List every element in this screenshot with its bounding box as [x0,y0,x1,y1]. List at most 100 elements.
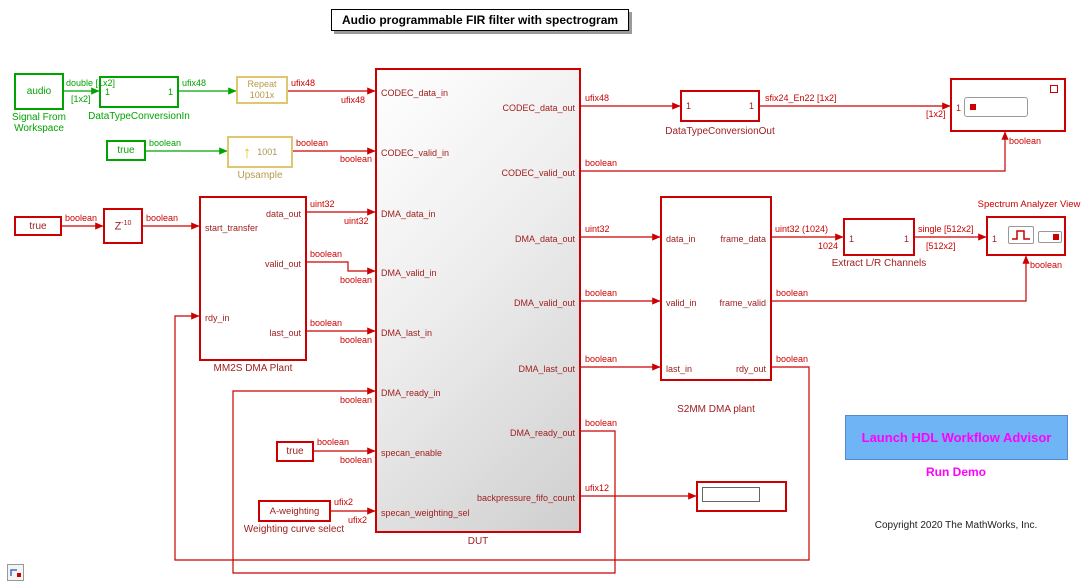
mm2s-dma-plant-block[interactable]: start_transfer rdy_in data_out valid_out… [199,196,307,361]
codec-scope-block[interactable]: 1 [950,78,1066,132]
signal-label: [1x2] [71,94,91,104]
extract-lr-channels-block[interactable]: 1 1 [843,218,915,256]
signal-label: boolean [296,138,329,148]
signal-label: boolean [340,455,373,465]
constant-true-codec-block[interactable]: true [106,140,146,161]
s2mm-port-rdy-out: rdy_out [735,364,766,374]
true-label: true [29,220,47,232]
signal-label: ufix12 [585,483,610,493]
mm2s-port-rdy-in: rdy_in [205,313,230,323]
port-label: 1 [686,101,692,111]
dut-port-codec-valid-out: CODEC_valid_out [501,168,575,178]
port-label: 1 [992,234,998,244]
s2mm-port-frame-data: frame_data [720,234,766,244]
upsample-block[interactable]: ↑ 1001 [227,136,293,168]
signal-label: 1024 [818,241,839,251]
port-label: 1 [956,103,962,113]
dut-port-dma-data-out: DMA_data_out [514,234,575,244]
signal-label: ufix2 [334,497,354,507]
mm2s-port-data-out: data_out [265,209,301,219]
signal-label: ufix2 [348,515,368,525]
run-demo-link[interactable]: Run Demo [926,465,986,479]
dut-port-codec-data-in: CODEC_data_in [381,88,449,98]
signal-label: boolean [317,437,350,447]
signal-label: [1x2] [926,109,946,119]
scope-slider-icon [964,97,1028,117]
block-name-dut: DUT [467,536,489,547]
signal-label: single [512x2] [918,224,974,234]
dut-port-specan-weighting-sel: specan_weighting_sel [381,508,470,518]
constant-true-specan-block[interactable]: true [276,441,314,462]
slider-handle-icon [970,104,976,110]
signal-label: boolean [776,288,809,298]
signal-label: boolean [585,158,618,168]
audio-label: audio [26,86,52,97]
model-browser-toggle-icon[interactable] [7,564,24,581]
block-name-dtc-in: DataTypeConversionIn [88,111,190,122]
block-name-line2: Workspace [14,123,64,134]
signal-label: boolean [340,335,373,345]
signal-label: boolean [149,138,182,148]
launch-hdl-workflow-advisor-button[interactable]: Launch HDL Workflow Advisor [845,415,1068,460]
block-name-mm2s: MM2S DMA Plant [213,363,293,374]
signal-label: boolean [340,154,373,164]
dut-port-codec-data-out: CODEC_data_out [502,103,575,113]
dut-port-dma-ready-in: DMA_ready_in [381,388,441,398]
signal-label: ufix48 [291,78,316,88]
signal-label: [512x2] [926,241,956,251]
up-arrow-icon: ↑ [242,142,252,162]
delay-base: Z [114,220,122,233]
signal-label: uint32 [310,199,335,209]
port-label: 1 [748,101,754,111]
signal-label: boolean [310,249,343,259]
signal-label: boolean [1009,136,1042,146]
signal-label: boolean [310,318,343,328]
model-browser-toggle-glyph [7,564,24,581]
dut-port-specan-enable: specan_enable [381,448,443,458]
s2mm-dma-plant-block[interactable]: data_in valid_in last_in frame_data fram… [660,196,772,381]
mini-slider-icon [1038,231,1062,243]
scope-square-icon [1050,85,1058,93]
weighting-curve-select-block[interactable]: A-weighting [258,500,331,522]
constant-true-dma-block[interactable]: true [14,216,62,236]
true-label: true [286,446,304,457]
signal-label: boolean [1030,260,1063,270]
backpressure-display-block[interactable] [696,481,787,512]
block-name-signal-from-workspace: Signal From Workspace [12,112,66,134]
block-name-extract: Extract L/R Channels [831,258,927,269]
signal-label: boolean [585,418,618,428]
dut-port-dma-valid-out: DMA_valid_out [513,298,575,308]
s2mm-port-last-in: last_in [666,364,693,374]
launch-button-label: Launch HDL Workflow Advisor [861,430,1052,445]
repeat-label-line2: 1001x [249,90,275,100]
signal-label: boolean [585,354,618,364]
s2mm-port-data-in: data_in [666,234,696,244]
spectrum-analyzer-view-label: Spectrum Analyzer View [977,199,1081,210]
delay-block[interactable]: Z-10 [103,208,143,244]
dut-block[interactable]: CODEC_data_in CODEC_valid_in DMA_data_in… [375,68,581,533]
signal-label: uint32 [344,216,369,226]
repeat-block[interactable]: Repeat 1001x [236,76,288,104]
block-name-weighting: Weighting curve select [243,524,345,535]
dut-port-dma-data-in: DMA_data_in [381,209,436,219]
signal-label: boolean [65,213,98,223]
port-label: 1 [849,234,855,244]
signal-from-workspace-block[interactable]: audio [14,73,64,110]
block-name-s2mm: S2MM DMA plant [677,404,755,415]
dut-port-dma-last-in: DMA_last_in [381,328,433,338]
dut-port-dma-ready-out: DMA_ready_out [509,428,575,438]
dut-port-backpressure-fifo-count: backpressure_fifo_count [476,493,575,503]
signal-label: ufix48 [182,78,207,88]
data-type-conversion-in-block[interactable]: 1 1 [99,76,179,108]
signal-label: double [1x2] [66,78,116,88]
s2mm-port-frame-valid: frame_valid [719,298,766,308]
spectrum-analyzer-scope-block[interactable]: 1 [986,216,1066,256]
signal-label: boolean [776,354,809,364]
repeat-label-line1: Repeat [247,79,277,89]
data-type-conversion-out-block[interactable]: 1 1 [680,90,760,122]
delay-label: Z-10 [115,220,132,233]
true-label: true [117,145,135,156]
port-label: 1 [105,87,111,97]
